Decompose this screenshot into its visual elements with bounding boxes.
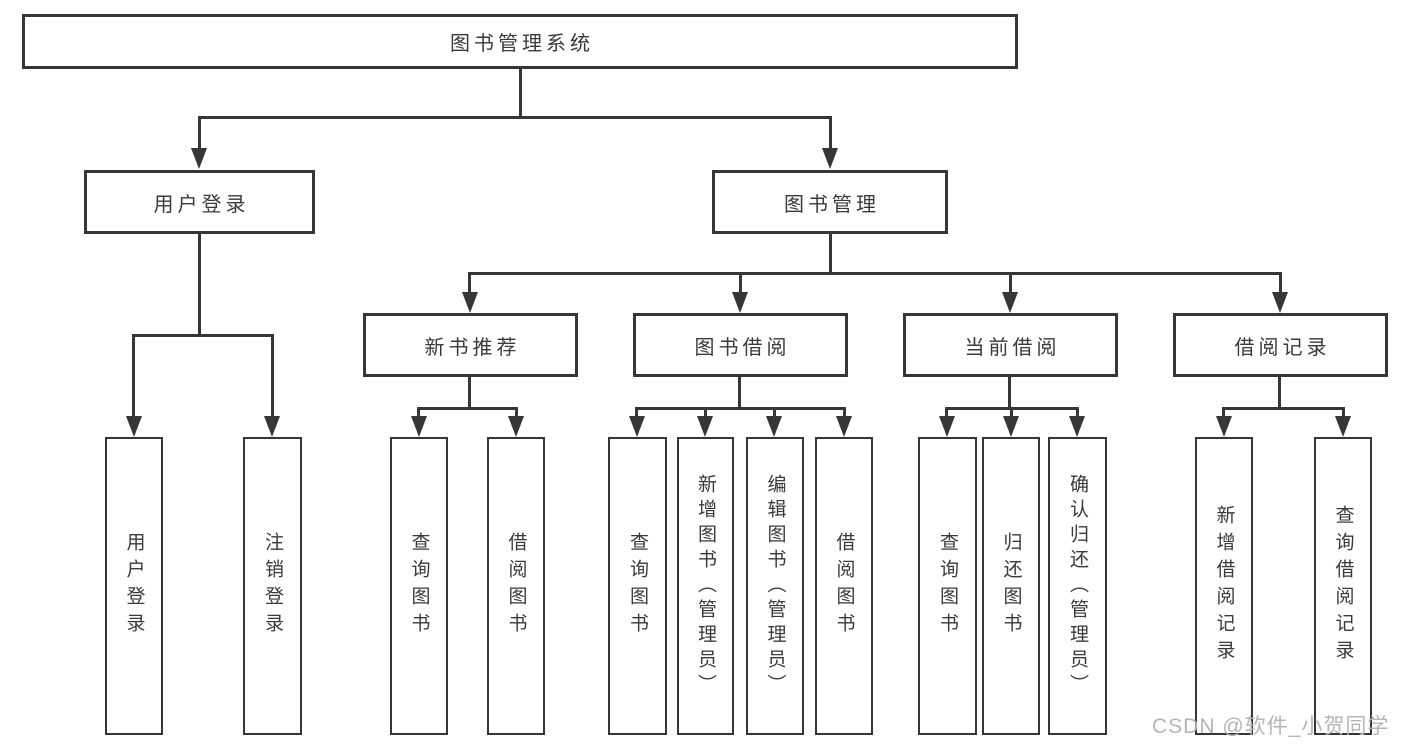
arrowhead-leaf-bb-query xyxy=(629,416,645,437)
leaf-cb-return-label: 归还图书 xyxy=(1000,532,1022,640)
arrowhead-book-borrow xyxy=(732,292,748,313)
arrowhead-current-borrow xyxy=(1002,292,1018,313)
leaf-nb-borrow-label: 借阅图书 xyxy=(505,532,527,640)
leaf-br-query-label: 查询借阅记录 xyxy=(1332,505,1354,667)
node-book-borrow-label: 图书借阅 xyxy=(694,336,791,359)
edge-user-login-bus xyxy=(132,334,274,337)
arrowhead-borrow-records xyxy=(1272,292,1288,313)
edge-to-leaf-cb-confirm xyxy=(1076,407,1079,418)
node-leaf-cb-query: 查询图书 xyxy=(918,437,977,735)
leaf-bb-borrow-label: 借阅图书 xyxy=(833,532,855,640)
arrowhead-leaf-cb-return xyxy=(1003,416,1019,437)
node-root: 图书管理系统 xyxy=(22,14,1018,69)
arrowhead-leaf-cb-query xyxy=(939,416,955,437)
arrowhead-leaf-logout xyxy=(264,416,280,437)
edge-book-mgmt-trunk xyxy=(829,234,832,275)
node-book-borrow: 图书借阅 xyxy=(633,313,848,377)
edge-to-leaf-br-query xyxy=(1342,407,1345,418)
edge-root-bus xyxy=(198,116,832,119)
node-current-borrow: 当前借阅 xyxy=(903,313,1118,377)
arrowhead-leaf-br-add xyxy=(1216,416,1232,437)
node-leaf-nb-query: 查询图书 xyxy=(390,437,448,735)
node-user-login: 用户登录 xyxy=(84,170,315,234)
edge-to-leaf-nb-query xyxy=(417,407,420,418)
edge-to-leaf-br-add xyxy=(1222,407,1225,418)
edge-to-leaf-nb-borrow xyxy=(515,407,518,418)
arrowhead-leaf-bb-borrow xyxy=(836,416,852,437)
arrowhead-leaf-nb-query xyxy=(411,416,427,437)
edge-to-leaf-cb-query xyxy=(945,407,948,418)
arrowhead-leaf-bb-edit xyxy=(766,416,782,437)
edge-to-book-borrow xyxy=(739,272,742,294)
edge-to-current-borrow xyxy=(1009,272,1012,294)
edge-book-borrow-trunk xyxy=(738,377,741,409)
edge-book-mgmt-bus xyxy=(468,272,1282,275)
csdn-watermark: CSDN @软件_小贺同学 xyxy=(1152,715,1390,738)
arrowhead-leaf-cb-confirm xyxy=(1069,416,1085,437)
node-leaf-br-add: 新增借阅记录 xyxy=(1195,437,1253,735)
edge-user-login-trunk xyxy=(198,234,201,336)
edge-to-leaf-logout xyxy=(271,334,274,418)
node-book-mgmt: 图书管理 xyxy=(712,170,948,234)
leaf-nb-query-label: 查询图书 xyxy=(408,532,430,640)
edge-to-leaf-bb-edit xyxy=(773,407,776,418)
node-leaf-cb-confirm: 确认归还（管理员） xyxy=(1048,437,1107,735)
edge-to-leaf-cb-return xyxy=(1010,407,1013,418)
arrowhead-leaf-user-login xyxy=(126,416,142,437)
node-leaf-br-query: 查询借阅记录 xyxy=(1314,437,1372,735)
arrowhead-leaf-br-query xyxy=(1335,416,1351,437)
edge-borrow-records-trunk xyxy=(1278,377,1281,409)
node-root-label: 图书管理系统 xyxy=(450,33,594,55)
node-leaf-bb-edit: 编辑图书（管理员） xyxy=(746,437,804,735)
node-leaf-nb-borrow: 借阅图书 xyxy=(487,437,545,735)
edge-to-leaf-bb-add xyxy=(704,407,707,418)
leaf-logout-label: 注销登录 xyxy=(262,532,283,640)
node-leaf-user-login: 用户登录 xyxy=(105,437,163,735)
node-leaf-bb-query: 查询图书 xyxy=(608,437,667,735)
node-new-book-label: 新书推荐 xyxy=(424,336,521,359)
leaf-br-add-label: 新增借阅记录 xyxy=(1213,505,1235,667)
leaf-user-login-label: 用户登录 xyxy=(123,532,145,640)
edge-to-new-book xyxy=(468,272,471,294)
node-book-mgmt-label: 图书管理 xyxy=(784,193,880,216)
arrowhead-book-mgmt xyxy=(822,148,838,169)
edge-book-borrow-bus xyxy=(635,407,846,410)
edge-root-to-book-mgmt xyxy=(829,116,832,150)
arrowhead-user-login xyxy=(191,148,207,169)
node-current-borrow-label: 当前借阅 xyxy=(964,336,1061,359)
arrowhead-leaf-nb-borrow xyxy=(508,416,524,437)
node-leaf-bb-borrow: 借阅图书 xyxy=(815,437,873,735)
edge-to-leaf-bb-borrow xyxy=(843,407,846,418)
edge-root-trunk xyxy=(519,69,522,117)
node-new-book: 新书推荐 xyxy=(363,313,578,377)
node-leaf-bb-add: 新增图书（管理员） xyxy=(677,437,734,735)
leaf-bb-query-label: 查询图书 xyxy=(627,532,648,640)
edge-to-leaf-bb-query xyxy=(635,407,638,418)
edge-current-borrow-trunk xyxy=(1008,377,1011,409)
leaf-cb-confirm-label: 确认归还（管理员） xyxy=(1067,473,1088,699)
arrowhead-new-book xyxy=(462,292,478,313)
arrowhead-leaf-bb-add xyxy=(697,416,713,437)
edge-to-leaf-user-login xyxy=(132,334,135,418)
node-borrow-records-label: 借阅记录 xyxy=(1234,336,1331,359)
node-borrow-records: 借阅记录 xyxy=(1173,313,1388,377)
edge-to-borrow-records xyxy=(1279,272,1282,294)
node-leaf-logout: 注销登录 xyxy=(243,437,302,735)
leaf-cb-query-label: 查询图书 xyxy=(937,532,958,640)
edge-new-book-trunk xyxy=(468,377,471,409)
leaf-bb-add-label: 新增图书（管理员） xyxy=(695,473,716,699)
node-leaf-cb-return: 归还图书 xyxy=(982,437,1040,735)
edge-borrow-records-bus xyxy=(1222,407,1345,410)
node-user-login-label: 用户登录 xyxy=(153,193,250,216)
leaf-bb-edit-label: 编辑图书（管理员） xyxy=(764,473,786,699)
edge-new-book-bus xyxy=(417,407,518,410)
edge-root-to-user-login xyxy=(198,116,201,150)
